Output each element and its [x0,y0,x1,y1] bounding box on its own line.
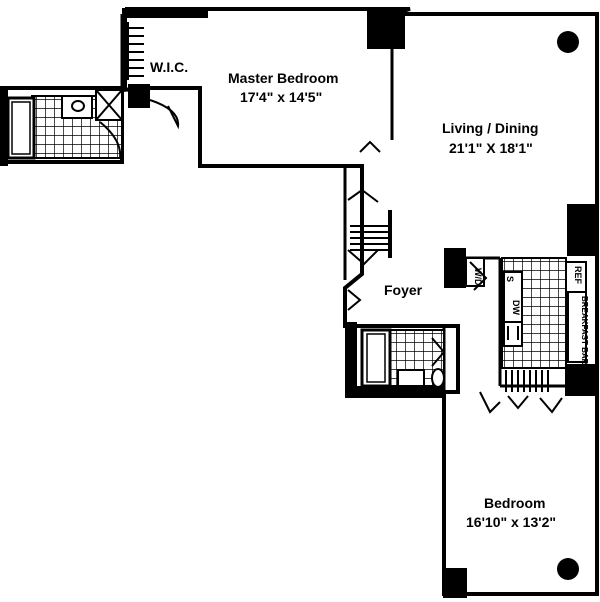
wic-closet [127,22,144,80]
washer-dryer-label: W/D [473,268,483,286]
living-dining-dimensions: 21'1" X 18'1" [449,140,533,156]
kitchen [465,257,587,392]
master-bedroom-name: Master Bedroom [228,70,339,86]
bedroom-name: Bedroom [484,495,546,511]
dishwasher-label: DW [511,300,521,315]
wic-label: W.I.C. [150,59,189,75]
refrigerator-label: REF [573,266,583,284]
columns [557,31,579,580]
door-swings [99,99,563,414]
bedroom-dimensions: 16'10" x 13'2" [466,514,557,530]
hall-bath [360,328,445,388]
wall-posts [0,8,599,598]
master-bath [6,89,123,160]
living-dining-name: Living / Dining [442,120,539,136]
master-bedroom-dimensions: 17'4" x 14'5" [240,89,323,105]
foyer-label: Foyer [384,282,423,298]
sink-label: S [505,276,515,283]
breakfast-bar-label: BREAKFAST BAR [580,296,589,365]
foyer-closet [350,210,392,258]
